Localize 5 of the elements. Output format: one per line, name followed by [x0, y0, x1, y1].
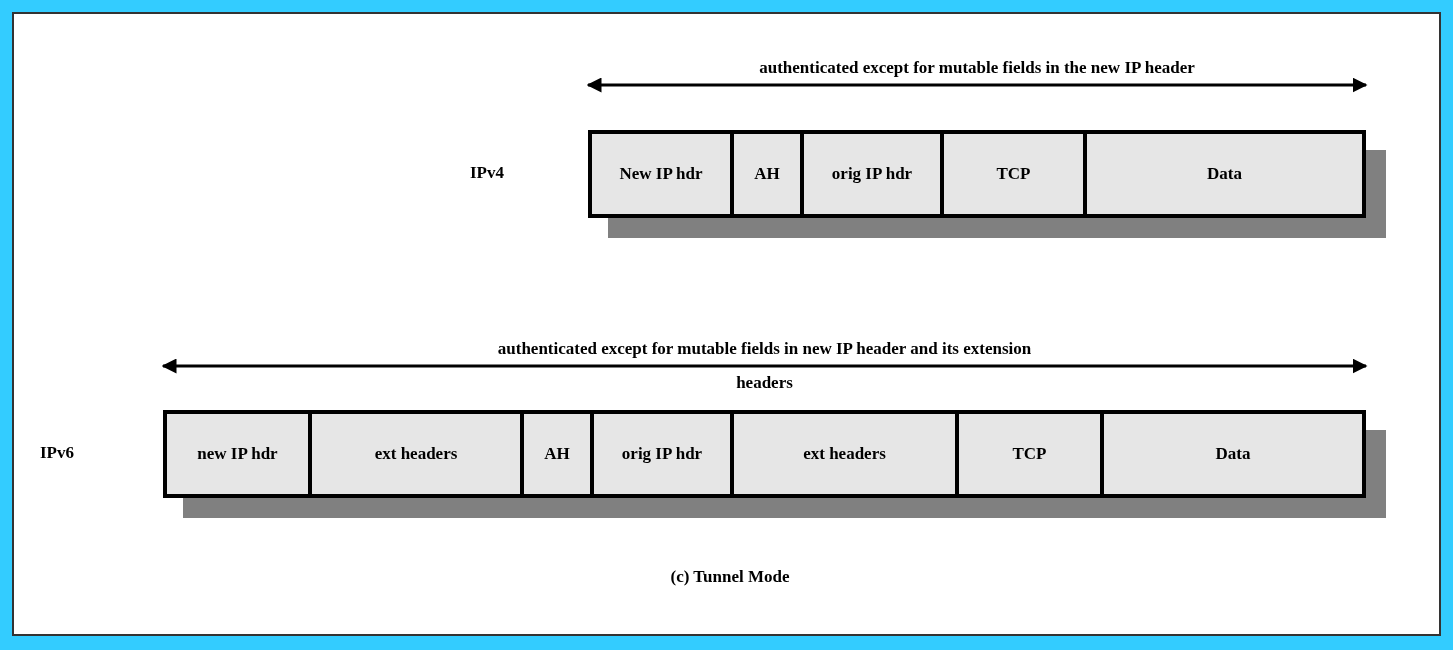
caption: (c) Tunnel Mode	[669, 567, 791, 587]
row-label: IPv4	[470, 163, 504, 183]
row-label: IPv6	[40, 443, 74, 463]
dimension-text: authenticated except for mutable fields in new IP header and its extension headers	[496, 338, 1033, 394]
dimension-text: authenticated except for mutable fields in the new IP header	[758, 57, 1196, 79]
